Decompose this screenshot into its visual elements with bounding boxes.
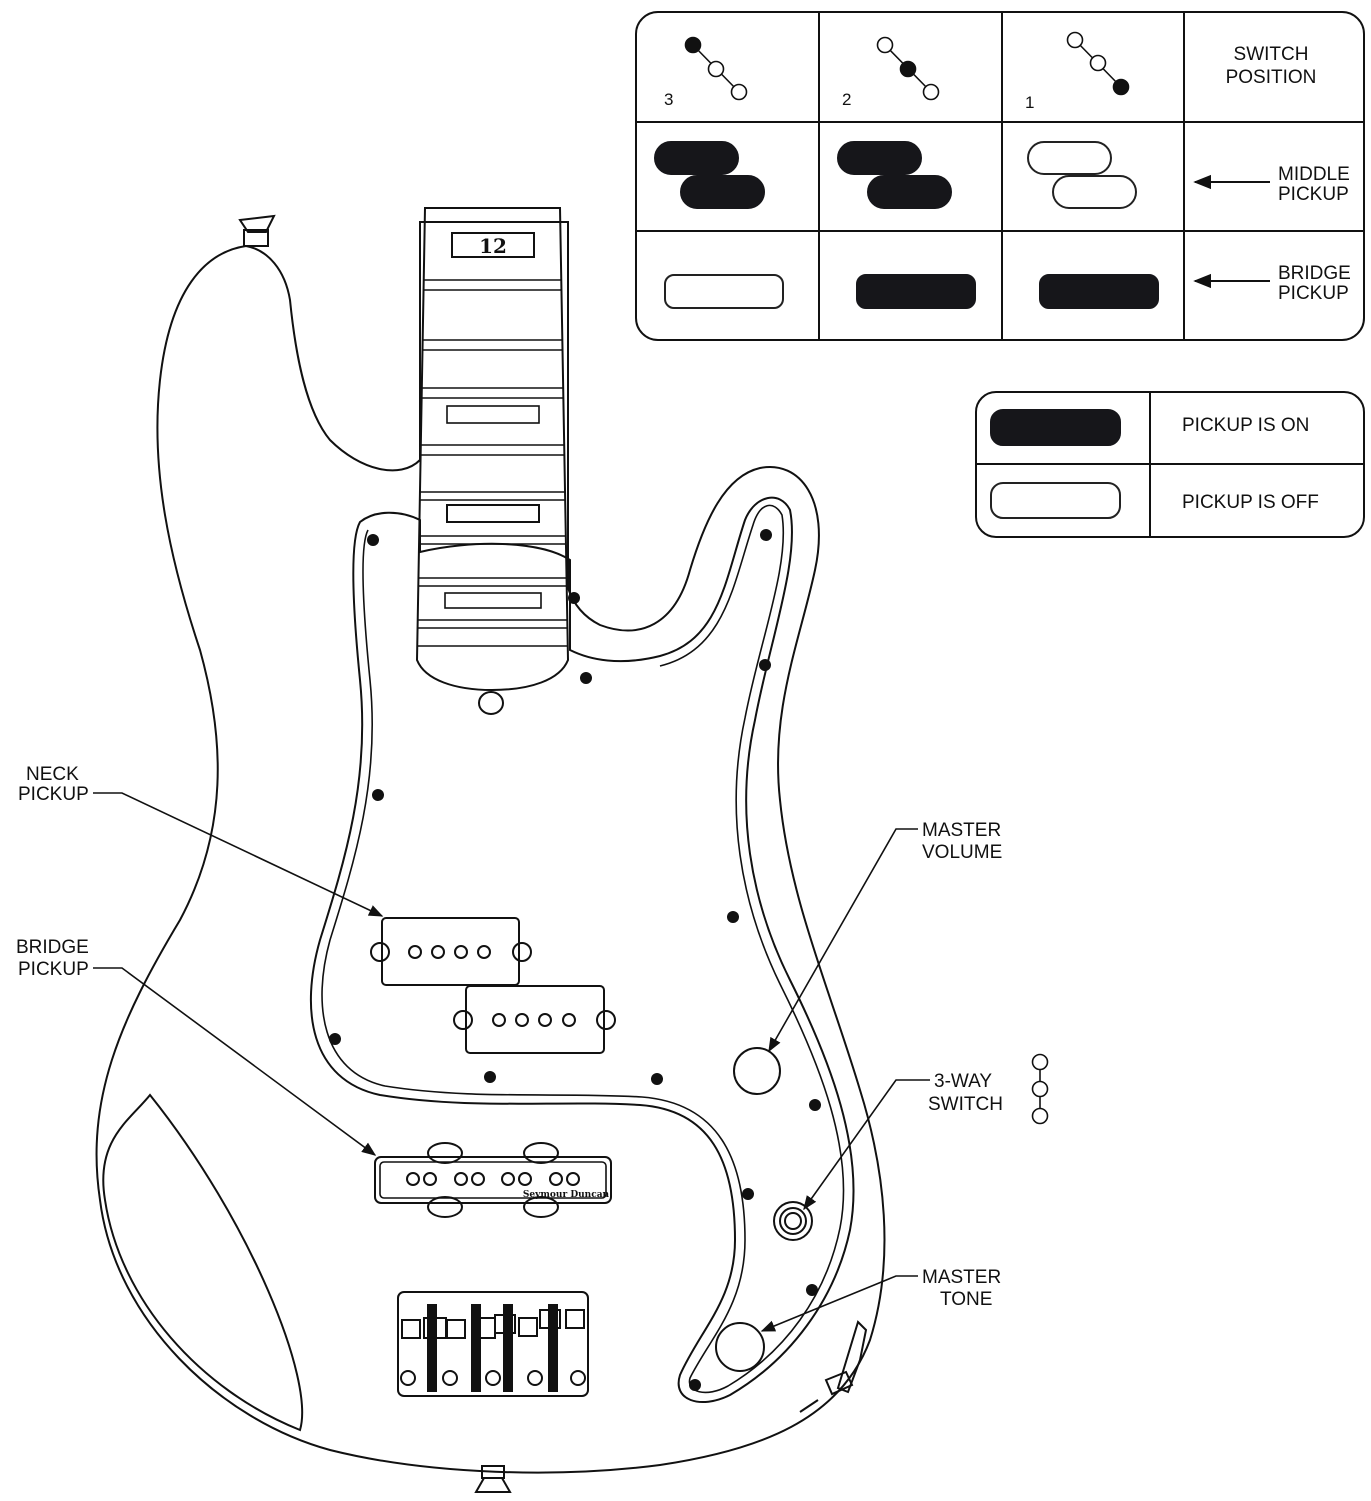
switch-position-1: 1 [1025,31,1130,112]
switch-dot-active [899,60,917,78]
truss-rod-nut [478,691,504,715]
svg-text:VOLUME: VOLUME [922,842,1002,863]
switch-position-2: 2 [842,36,940,109]
screw [806,1284,818,1296]
callout-three-way-switch: 3-WAY SWITCH [803,1071,1003,1211]
switch-position-3: 3 [664,36,748,109]
bridge-pickup-bar [664,274,784,309]
middle-pickup-coil [1027,141,1112,175]
key-on-swatch [990,409,1121,446]
screw [727,911,739,923]
neck-pickup-callout-label: NECK [26,764,79,785]
strap-button-top [238,214,276,247]
position-number: 1 [1025,93,1034,112]
pickguard-outline [309,496,855,1404]
key-on-label: PICKUP IS ON [1182,415,1309,436]
middle-pickup-coil [867,175,952,209]
master-tone-knob [715,1322,765,1372]
neck: 12 [415,207,570,715]
pickguard-bevel [321,504,845,1394]
fret-inlay [444,592,542,609]
middle-pickup-coil [1052,175,1137,209]
bridge-pickup-label: BRIDGE [1278,263,1351,284]
fret-inlay [446,504,540,523]
switch-dot-active [684,36,702,54]
output-jack [799,1320,868,1413]
bridge-pickup-bar [856,274,976,309]
key-off-label: PICKUP IS OFF [1182,492,1319,513]
svg-text:PICKUP: PICKUP [18,784,89,805]
position-number: 3 [664,90,673,109]
neck-pickup [370,917,616,1054]
svg-text:TONE: TONE [940,1289,992,1310]
switch-legend-table: 3 2 1 SWITCH POSITION [635,11,1365,341]
screw [372,789,384,801]
brand-logo-text: Seymour Duncan [523,1190,610,1200]
bridge-pickup: Seymour Duncan [374,1142,612,1218]
switch-position-label: SWITCH [1234,44,1309,65]
screw [809,1099,821,1111]
callout-master-volume: MASTER VOLUME [768,820,1002,1053]
middle-pickup-coil [654,141,739,175]
three-way-switch [773,1201,813,1241]
screw [367,534,379,546]
fret-12-inlay [451,232,535,258]
middle-pickup-row [654,141,1137,209]
callout-master-tone: MASTER TONE [760,1267,1001,1332]
master-volume-knob [733,1047,781,1095]
bridge-pickup-bar [1039,274,1159,309]
svg-text:PICKUP: PICKUP [1278,283,1349,304]
middle-pickup-label: MIDDLE [1278,164,1350,185]
screw [329,1033,341,1045]
fret-inlay [446,405,540,424]
master-volume-callout-label: MASTER [922,820,1001,841]
screw [580,672,592,684]
svg-text:POSITION: POSITION [1226,67,1317,88]
position-number: 2 [842,90,851,109]
fret-12-number: 12 [479,234,507,258]
screw [651,1073,663,1085]
callout-neck-pickup: NECK PICKUP [18,764,384,917]
bass-body: 12 [95,207,1049,1493]
svg-text:SWITCH: SWITCH [928,1094,1003,1115]
bridge-pickup-callout-label: BRIDGE [16,937,89,958]
master-tone-callout-label: MASTER [922,1267,1001,1288]
bridge-pickup-row [664,274,1159,309]
middle-pickup-coil [837,141,922,175]
callout-bridge-pickup: BRIDGE PICKUP [16,937,377,1156]
pickguard-screws [329,529,821,1391]
bass-bridge [397,1291,589,1397]
svg-text:PICKUP: PICKUP [18,959,89,980]
pickup-state-key: PICKUP IS ON PICKUP IS OFF [975,391,1365,538]
screw [568,592,580,604]
screw [689,1379,701,1391]
screw [760,529,772,541]
screw [484,1071,496,1083]
body-outline [95,221,886,1474]
middle-pickup-coil [680,175,765,209]
switch-side-indicator [1031,1053,1049,1125]
screw [759,659,771,671]
screw [742,1188,754,1200]
three-way-switch-callout-label: 3-WAY [934,1071,992,1092]
key-off-swatch [990,482,1121,519]
body-bevel [102,1093,304,1432]
switch-dot-active [1112,78,1130,96]
strap-button-bottom [474,1465,512,1493]
svg-text:PICKUP: PICKUP [1278,184,1349,205]
